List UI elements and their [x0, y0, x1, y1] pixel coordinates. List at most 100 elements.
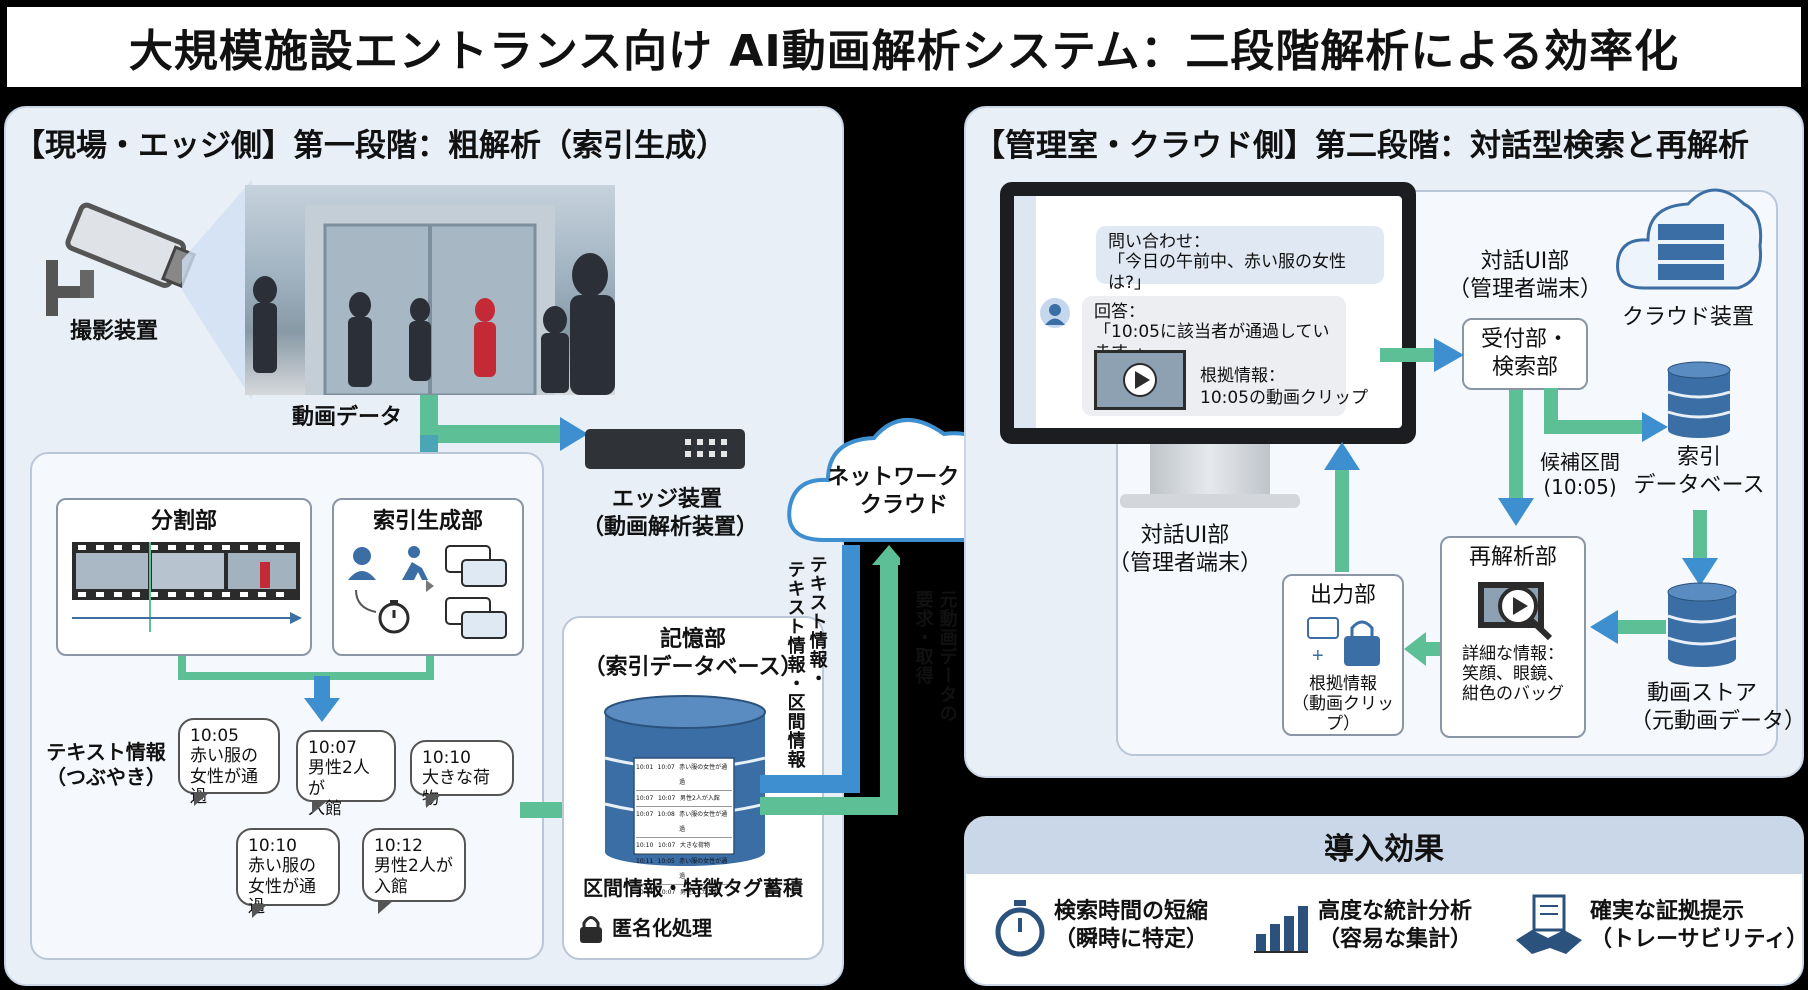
- tweet-bubble: 10:07 男性2人が 入館: [296, 730, 396, 819]
- video-store-line1: 動画ストア: [1646, 681, 1757, 706]
- stopwatch-icon: [994, 898, 1046, 962]
- indexer-label: 索引生成部: [372, 509, 483, 534]
- anonymization-label: 匿名化処理: [612, 916, 712, 940]
- camera-view-cone: [182, 180, 252, 400]
- storage-label: 記憶部 （索引データベース）: [562, 626, 824, 681]
- tweet-text: 大きな荷物: [422, 768, 490, 809]
- network-line2: クラウド: [859, 492, 948, 518]
- output-box: 出力部 + 根拠情報 （動画クリップ）: [1282, 574, 1404, 736]
- tweet-text: 女性が通過: [248, 876, 316, 918]
- dialog-ui-bottom-line2: （管理者端末）: [1108, 550, 1263, 576]
- cloud-device-label: クラウド装置: [1622, 305, 1755, 330]
- tweet-time: 10:07: [308, 738, 357, 758]
- svg-text:+: +: [1312, 645, 1324, 667]
- query-bubble: 問い合わせ： 「今日の午前中、赤い服の女性は?」: [1096, 226, 1384, 293]
- lock-icon: [578, 914, 604, 948]
- index-db-icon: [1664, 360, 1734, 440]
- flow-arrow-query: [1380, 338, 1466, 372]
- effect-2-line2: （容易な集計）: [1318, 926, 1473, 952]
- tweet-bubble: 10:05 赤い服の 女性が通過: [178, 718, 280, 807]
- screen-sidebar: [1014, 196, 1036, 428]
- network-line1: ネットワーク・: [827, 465, 981, 490]
- reception-box: 受付部・ 検索部: [1462, 318, 1588, 390]
- edge-device-icon: [585, 425, 745, 475]
- play-button-icon[interactable]: [1094, 350, 1186, 410]
- database-icon: [600, 692, 770, 868]
- index-db-label: 索引 データベース: [1632, 444, 1766, 499]
- bar-chart-icon: [1254, 898, 1308, 958]
- flow-arrow-merge: [178, 656, 438, 726]
- dialog-ui-top-line1: 対話UI部: [1480, 249, 1570, 274]
- video-store-line2: （元動画データ）: [1630, 708, 1807, 734]
- indexer-box: 索引生成部: [332, 498, 524, 656]
- monitor-stand: [1150, 444, 1270, 498]
- effect-item-3: 確実な証拠提示 （トレーサビリティ）: [1590, 898, 1808, 953]
- video-data-label: 動画データ: [292, 405, 403, 430]
- reanalysis-title: 再解析部: [1468, 545, 1557, 570]
- reception-line2: 検索部: [1491, 354, 1558, 380]
- user-avatar-icon: [1040, 298, 1070, 328]
- index-db-line1: 索引: [1676, 445, 1721, 470]
- effects-header: 導入効果: [966, 818, 1802, 874]
- flow-arrow-to-reanalysis: [1498, 390, 1534, 530]
- dialog-ui-bottom-line1: 対話UI部: [1140, 523, 1230, 548]
- candidate-label: 候補区間 (10:05): [1540, 450, 1620, 500]
- reanalysis-box: 再解析部 詳細な情報： 笑顔、眼鏡、 紺色のバッグ: [1440, 536, 1586, 738]
- effect-1-line1: 検索時間の短縮: [1054, 899, 1209, 924]
- tweet-text: 入館: [308, 799, 342, 820]
- request-text-1: 元動画データの: [936, 590, 958, 723]
- edge-device-label: エッジ装置 （動画解析装置）: [582, 486, 759, 541]
- effect-3-line2: （トレーサビリティ）: [1590, 926, 1808, 952]
- handshake-icon: [1514, 894, 1584, 962]
- effect-3-line1: 確実な証拠提示: [1590, 899, 1745, 924]
- output-line2: （動画クリップ）: [1292, 693, 1394, 735]
- flow-arrow-to-ui: [1324, 442, 1360, 572]
- video-store-icon: [1664, 582, 1740, 670]
- effect-2-line1: 高度な統計分析: [1318, 899, 1473, 924]
- storage-line2: （索引データベース）: [583, 654, 803, 680]
- tweet-text: 男性2人が: [308, 758, 370, 799]
- tweet-text: 入館: [374, 876, 408, 897]
- edge-device-line2: （動画解析装置）: [582, 514, 759, 540]
- flow-arrow-to-index: [1544, 388, 1670, 448]
- tweet-text: 女性が通過: [190, 766, 258, 808]
- send-text-1: テキスト情報・: [806, 555, 828, 688]
- effect-item-1: 検索時間の短縮 （瞬時に特定）: [1054, 898, 1208, 953]
- output-icon: +: [1304, 614, 1402, 674]
- edge-device-line1: エッジ装置: [611, 487, 722, 512]
- tweet-text: 赤い服の: [248, 856, 316, 877]
- dialog-ui-top: 対話UI部 （管理者端末）: [1448, 248, 1602, 303]
- answer-label: 回答：: [1094, 302, 1145, 322]
- dialog-ui-top-line2: （管理者端末）: [1448, 276, 1603, 302]
- candidate-line1: 候補区間: [1540, 450, 1620, 474]
- flow-arrow-to-output: [1404, 632, 1442, 666]
- flow-arrow-store-to-reanalysis: [1590, 610, 1666, 644]
- request-text-2: 要求・取得: [912, 590, 934, 685]
- flow-arrow-uplink: [760, 545, 906, 815]
- tweet-bubble: 10:12 男性2人が 入館: [362, 828, 466, 914]
- reanalysis-line2: 笑顔、眼鏡、: [1462, 663, 1564, 684]
- tweet-time: 10:10: [248, 836, 297, 856]
- edge-panel-heading: 【現場・エッジ側】第一段階：粗解析（索引生成）: [14, 128, 727, 164]
- storage-caption: 区間情報・特徴タグ蓄積: [583, 876, 803, 900]
- send-text-2: テキスト情報・区間情報: [784, 560, 806, 769]
- cloud-panel-heading: 【管理室・クラウド側】第二段階：対話型検索と再解析: [974, 128, 1749, 164]
- text-info-line2: （つぶやき）: [46, 765, 166, 789]
- entrance-photo: [245, 185, 615, 395]
- text-info-label: テキスト情報 （つぶやき）: [46, 740, 166, 790]
- tweet-text: 赤い服の: [190, 746, 258, 767]
- effects-heading: 導入効果: [1324, 832, 1444, 867]
- text-info-line1: テキスト情報: [46, 740, 166, 764]
- tweet-text: 男性2人が: [374, 856, 453, 877]
- cloud-server-icon: [1614, 180, 1764, 300]
- camera-label: 撮影装置: [70, 319, 159, 344]
- tweet-bubble: 10:10 大きな荷物: [410, 740, 514, 809]
- dialog-ui-bottom: 対話UI部 （管理者端末）: [1108, 522, 1262, 577]
- tweet-bubble: 10:10 赤い服の 女性が通過: [236, 828, 340, 918]
